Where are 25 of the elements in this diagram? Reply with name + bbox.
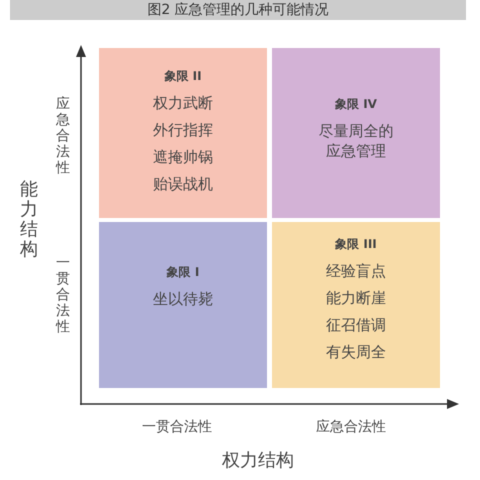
quadrant-heading: 象限 III [334, 236, 378, 253]
quadrant-item: 尽量周全的应急管理 [318, 121, 394, 161]
quadrant-item: 贻误战机 [152, 174, 214, 194]
axis-title: 能力结构 [20, 180, 38, 260]
quadrant-item: 遮掩帅锅 [152, 147, 214, 167]
quadrant-item: 经验盲点 [325, 261, 387, 281]
quadrant-heading: 象限 II [163, 68, 203, 85]
quadrant-box [272, 48, 440, 218]
quadrant-item: 坐以待毙 [152, 289, 214, 309]
axis-label: 应急合法性 [316, 418, 386, 436]
quadrant-box [272, 222, 440, 388]
quadrant-item: 权力武断 [152, 93, 214, 113]
quadrant-item: 能力断崖 [325, 288, 387, 308]
axis-label: 应急合法性 [56, 96, 70, 176]
quadrant-heading: 象限 I [166, 264, 200, 281]
title-bar: 图2 应急管理的几种可能情况 [10, 0, 466, 20]
axis-title: 权力结构 [222, 449, 294, 472]
quadrant-item: 外行指挥 [152, 120, 214, 140]
axis-label: 一贯合法性 [56, 255, 70, 335]
quadrant-heading: 象限 IV [334, 96, 378, 113]
quadrant-box [99, 48, 267, 218]
quadrant-item: 征召借调 [325, 315, 387, 335]
quadrant-box [99, 222, 267, 388]
quadrant-item: 有失周全 [325, 342, 387, 362]
axis-label: 一贯合法性 [142, 418, 212, 436]
